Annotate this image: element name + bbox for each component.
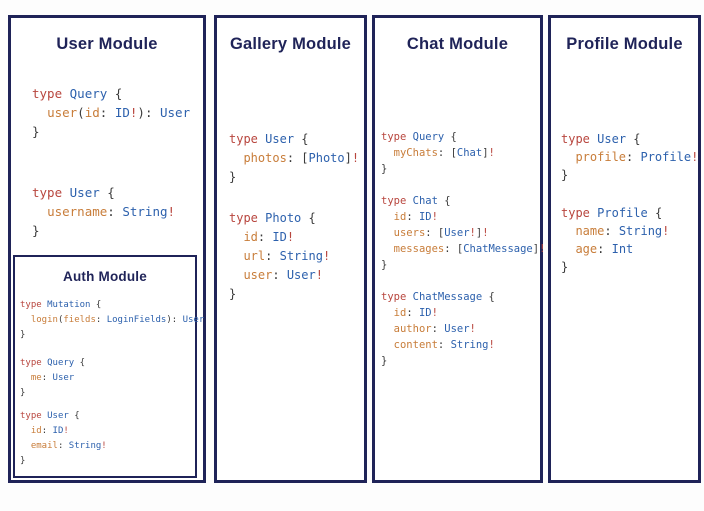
code-line: } (229, 170, 237, 184)
code-line: me: User (30, 373, 75, 383)
code-line: author: User! (393, 323, 476, 335)
code-line: } (32, 124, 40, 139)
schema-code-block: type Query { me: User} (20, 356, 85, 401)
code-line: type Profile { (561, 206, 663, 220)
schema-code-block: type ChatMessage { id: ID! author: User!… (381, 289, 495, 369)
schema-code-block: type Query { myChats: [Chat]!} (381, 129, 495, 177)
code-line: } (561, 168, 569, 182)
schema-code-block: type Photo { id: ID! url: String! user: … (229, 209, 330, 304)
code-line: type User { (229, 132, 309, 146)
code-line: } (229, 287, 237, 301)
code-line: users: [User!]! (393, 227, 489, 239)
module-box-gallery: Gallery Module type User { photos: [Phot… (214, 15, 367, 483)
code-line: type User { (20, 411, 80, 421)
module-title-auth: Auth Module (63, 269, 147, 284)
code-line: url: String! (243, 249, 331, 263)
module-box-user: User Module type Query { user(id: ID!): … (8, 15, 206, 483)
code-line: } (20, 388, 26, 398)
code-line: } (381, 163, 388, 175)
code-line: } (32, 223, 40, 238)
code-line: type Query { (20, 358, 86, 368)
code-line: } (20, 330, 26, 340)
schema-code-block: type User { id: ID! email: String!} (20, 409, 107, 469)
code-line: type ChatMessage { (381, 291, 495, 303)
code-line: id: ID! (30, 426, 69, 436)
schema-code-block: type Query { user(id: ID!): User} (32, 84, 190, 141)
code-line: profile: Profile! (575, 150, 699, 164)
code-line: type Chat { (381, 195, 451, 207)
module-title-chat: Chat Module (406, 35, 509, 53)
code-line: age: Int (575, 242, 634, 256)
code-line: content: String! (393, 339, 495, 351)
schema-code-block: type User { username: String!} (32, 183, 175, 240)
code-line: name: String! (575, 224, 670, 238)
code-line: id: ID! (243, 230, 295, 244)
code-line: type Photo { (229, 211, 316, 225)
code-line: messages: [ChatMessage]! (393, 243, 546, 255)
code-line: login(fields: LoginFields): User (30, 315, 205, 325)
code-line: email: String! (30, 441, 107, 451)
module-box-chat: Chat Module type Query { myChats: [Chat]… (372, 15, 545, 483)
code-line: } (20, 456, 26, 466)
code-line: myChats: [Chat]! (393, 147, 495, 159)
module-box-profile: Profile Module type User { profile: Prof… (548, 15, 701, 483)
schema-code-block: type User { photos: [Photo]!} (229, 130, 359, 187)
code-line: type User { (32, 185, 115, 200)
code-line: id: ID! (393, 307, 438, 319)
code-line: type Mutation { (20, 300, 102, 310)
module-title-profile: Profile Module (566, 35, 683, 53)
module-title-gallery: Gallery Module (229, 35, 352, 53)
schema-code-block: type Chat { id: ID! users: [User!]! mess… (381, 193, 545, 273)
schema-code-block: type Mutation { login(fields: LoginField… (20, 298, 204, 343)
code-line: type Query { (381, 131, 457, 143)
schema-code-block: type Profile { name: String! age: Int} (561, 204, 669, 276)
code-line: } (561, 260, 569, 274)
code-line: } (381, 355, 388, 367)
code-line: type Query { (32, 86, 123, 101)
code-line: user(id: ID!): User (47, 105, 191, 120)
code-line: } (381, 259, 388, 271)
module-box-auth: Auth Module type Mutation { login(fields… (13, 255, 204, 478)
schema-code-block: type User { profile: Profile!} (561, 130, 698, 184)
code-line: photos: [Photo]! (243, 151, 360, 165)
code-line: type User { (561, 132, 641, 146)
code-line: username: String! (47, 204, 176, 219)
code-line: user: User! (243, 268, 323, 282)
module-title-user: User Module (56, 35, 158, 53)
code-line: id: ID! (393, 211, 438, 223)
